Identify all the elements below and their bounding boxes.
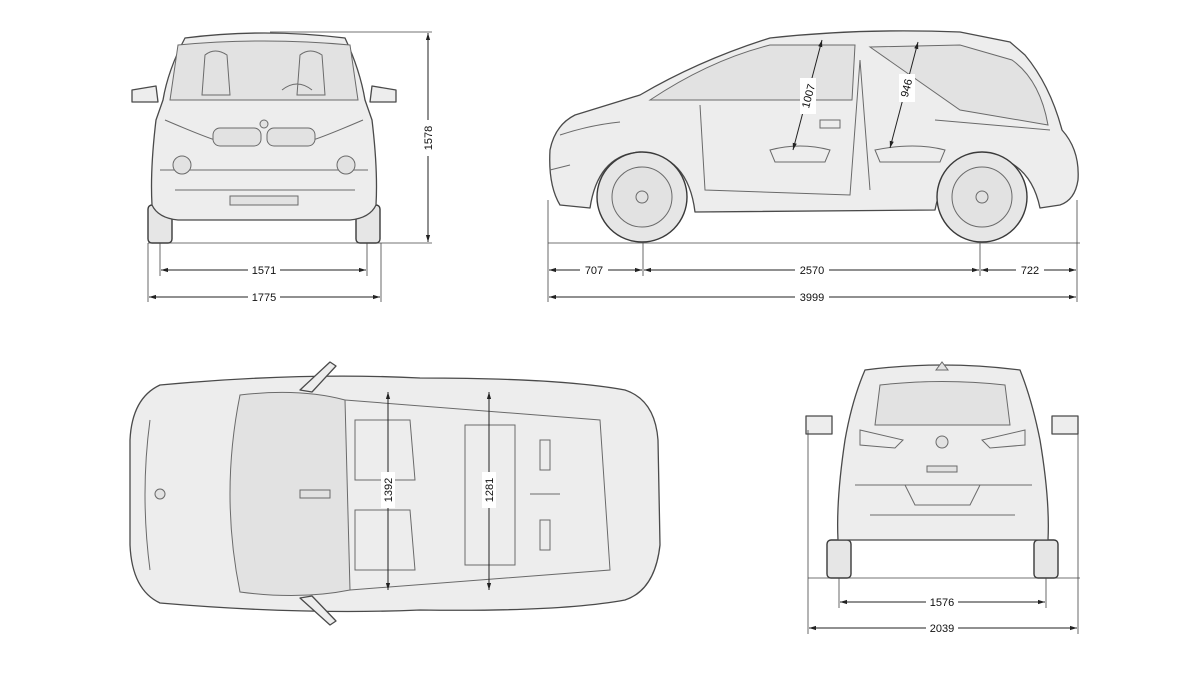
left-mirror	[131, 85, 159, 103]
rear-left-mirror	[805, 415, 833, 435]
top-left-mirror	[299, 361, 337, 393]
right-kidney-grille	[266, 127, 316, 147]
side-view: 707 2570 722 3999 1007 946	[547, 30, 1080, 304]
height-label: 1578	[423, 126, 435, 150]
front-side-window	[648, 44, 856, 101]
top-right-mirror	[299, 595, 337, 626]
rear-shoulder-label: 1281	[484, 478, 496, 502]
top-view: 1392 1281	[129, 361, 661, 626]
roof-glass-front	[229, 391, 351, 597]
logo-icon	[259, 119, 269, 129]
rear-window	[874, 381, 1011, 426]
front-shoulder-label: 1392	[383, 478, 395, 502]
width-label: 1775	[252, 292, 276, 304]
length-label: 3999	[800, 292, 824, 304]
windshield	[169, 40, 359, 101]
rear-logo-icon	[935, 435, 949, 449]
rear-right-tire	[1033, 539, 1059, 579]
rear-track-label: 1576	[930, 597, 954, 609]
rear-headroom-label: 946	[899, 78, 915, 99]
front-overhang-label: 707	[585, 265, 603, 277]
rear-left-tire	[826, 539, 852, 579]
wheelbase-label: 2570	[800, 265, 824, 277]
rear-overhang-label: 722	[1021, 265, 1039, 277]
left-kidney-grille	[212, 127, 262, 147]
front-view: 1578 1571 1775	[131, 31, 435, 304]
rear-right-mirror	[1051, 415, 1079, 435]
right-mirror	[369, 85, 397, 103]
rear-view: 1576 2039	[805, 361, 1080, 635]
width-mirrors-label: 2039	[930, 623, 954, 635]
front-track-label: 1571	[252, 265, 276, 277]
